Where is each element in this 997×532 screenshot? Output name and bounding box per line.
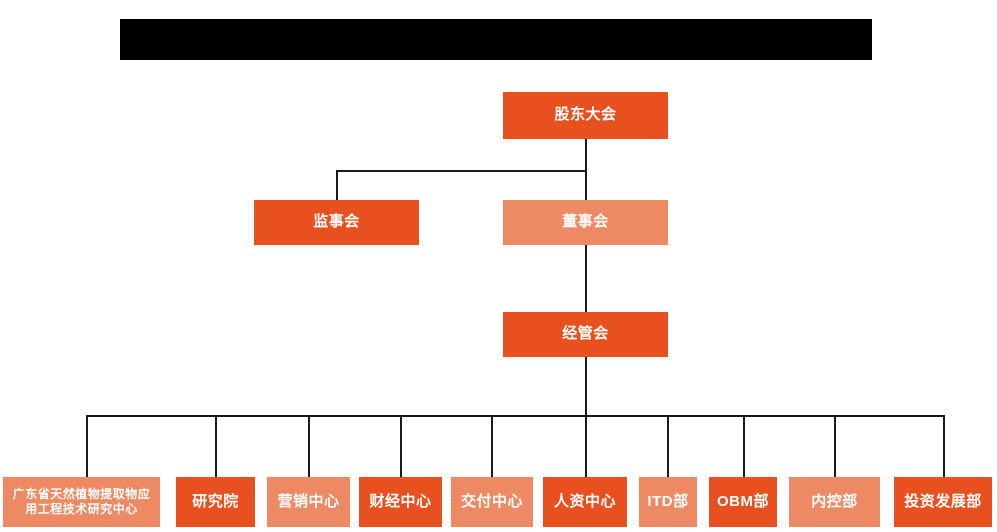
node-shareholders-meeting[interactable]: 股东大会: [503, 92, 668, 139]
node-board-of-supervisors[interactable]: 监事会: [254, 200, 419, 245]
node-label-research-institute: 研究院: [192, 492, 239, 510]
node-hr-center[interactable]: 人资中心: [543, 477, 627, 527]
node-research-institute[interactable]: 研究院: [176, 477, 255, 527]
node-engineering-research-center[interactable]: 广东省天然植物提取物应 用工程技术研究中心: [3, 477, 160, 527]
node-label-shareholders-meeting: 股东大会: [554, 106, 617, 124]
node-label-obm-department: OBM部: [717, 492, 769, 510]
connector-drop-investment-development-department: [943, 415, 945, 477]
node-internal-control-department[interactable]: 内控部: [789, 477, 880, 527]
node-label-finance-center: 财经中心: [369, 492, 432, 510]
node-label-internal-control-department: 内控部: [811, 492, 858, 510]
connector-departments-bus: [86, 415, 944, 417]
connector-drop-itd-department: [667, 415, 669, 477]
connector-drop-directors: [585, 170, 587, 201]
connector-drop-research-institute: [215, 415, 217, 477]
node-label-marketing-center: 营销中心: [277, 492, 340, 510]
node-label-management-committee: 经管会: [562, 325, 609, 343]
node-label-investment-development-department: 投资发展部: [904, 492, 982, 510]
node-label-board-of-supervisors: 监事会: [313, 213, 360, 231]
node-delivery-center[interactable]: 交付中心: [451, 477, 533, 527]
node-label-engineering-research-center: 广东省天然植物提取物应 用工程技术研究中心: [3, 487, 160, 517]
node-board-of-directors[interactable]: 董事会: [503, 200, 668, 245]
connector-drop-supervisors: [336, 170, 338, 201]
connector-drop-hr-center: [585, 415, 587, 477]
node-label-line1: 广东省天然植物提取物应: [12, 487, 151, 501]
connector-level2-bus: [336, 170, 587, 172]
connector-drop-delivery-center: [491, 415, 493, 477]
node-itd-department[interactable]: ITD部: [639, 477, 697, 527]
connector-directors-to-management: [585, 245, 587, 312]
node-marketing-center[interactable]: 营销中心: [267, 477, 350, 527]
node-label-hr-center: 人资中心: [553, 492, 616, 510]
connector-drop-internal-control-department: [834, 415, 836, 477]
connector-drop-obm-department: [743, 415, 745, 477]
connector-drop-finance-center: [400, 415, 402, 477]
node-investment-development-department[interactable]: 投资发展部: [894, 477, 992, 527]
node-finance-center[interactable]: 财经中心: [359, 477, 442, 527]
node-obm-department[interactable]: OBM部: [709, 477, 777, 527]
connector-drop-marketing-center: [308, 415, 310, 477]
node-management-committee[interactable]: 经管会: [503, 312, 668, 357]
node-label-board-of-directors: 董事会: [562, 213, 609, 231]
node-label-delivery-center: 交付中心: [460, 492, 523, 510]
connector-shareholders-down: [585, 139, 587, 171]
connector-drop-engineering-research-center: [86, 415, 88, 477]
node-label-itd-department: ITD部: [647, 492, 689, 510]
redacted-title-banner: [120, 19, 872, 60]
node-label-line2: 用工程技术研究中心: [25, 502, 138, 516]
connector-management-down: [585, 357, 587, 416]
